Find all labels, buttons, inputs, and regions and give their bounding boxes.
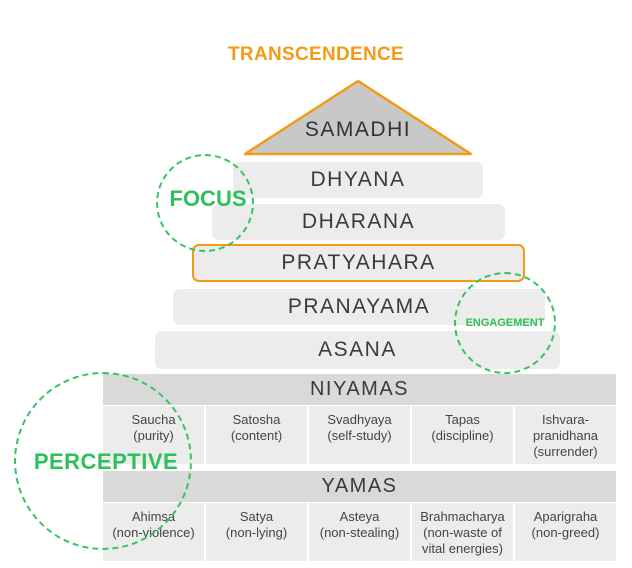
perceptive-label: PERCEPTIVE (33, 449, 179, 474)
niyama-name: Satosha (232, 412, 281, 427)
yama-name: Satya (239, 509, 274, 524)
yama-name: Asteya (339, 509, 380, 524)
yama-desc: (non-violence) (112, 525, 195, 540)
yama-cell: Asteya (non-stealing) (309, 503, 410, 561)
niyama-cell: Tapas (discipline) (412, 406, 513, 464)
niyama-cell: Saucha (purity) (103, 406, 204, 464)
engagement-label: ENGAGEMENT (465, 317, 545, 329)
niyama-cell: Satosha (content) (206, 406, 307, 464)
yama-cell: Satya (non-lying) (206, 503, 307, 561)
niyamas-row: Saucha (purity) Satosha (content) Svadhy… (103, 406, 616, 464)
niyama-desc: (content) (230, 428, 283, 443)
niyama-name: Ishvara- pranidhana (532, 412, 599, 443)
level-samadhi: SAMADHI (304, 118, 412, 141)
yama-name: Ahimsa (131, 509, 176, 524)
yama-desc: (non-lying) (225, 525, 288, 540)
yamas-row: Ahimsa (non-violence) Satya (non-lying) … (103, 503, 616, 561)
yama-name: Aparigraha (533, 509, 598, 524)
focus-label: FOCUS (169, 186, 247, 211)
yama-cell: Aparigraha (non-greed) (515, 503, 616, 561)
level-pranayama: PRANAYAMA (173, 289, 545, 325)
niyama-desc: (self-study) (327, 428, 392, 443)
niyama-cell: Ishvara- pranidhana (surrender) (515, 406, 616, 464)
yama-desc: (non-stealing) (319, 525, 400, 540)
niyama-cell: Svadhyaya (self-study) (309, 406, 410, 464)
yama-name: Brahmacharya (420, 509, 505, 524)
level-asana: ASANA (155, 331, 560, 369)
yama-desc: (non-waste of vital energies) (422, 525, 503, 556)
yama-cell: Brahmacharya (non-waste of vital energie… (412, 503, 513, 561)
level-dharana: DHARANA (212, 204, 505, 240)
pyramid-title: TRANSCENDENCE (228, 44, 404, 65)
yama-cell: Ahimsa (non-violence) (103, 503, 204, 561)
yama-desc: (non-greed) (531, 525, 600, 540)
niyama-name: Tapas (445, 412, 480, 427)
level-dhyana: DHYANA (233, 162, 483, 198)
niyama-desc: (discipline) (431, 428, 494, 443)
yamas-heading: YAMAS (103, 471, 616, 502)
niyama-name: Svadhyaya (327, 412, 392, 427)
niyama-name: Saucha (131, 412, 176, 427)
level-pratyahara: PRATYAHARA (192, 244, 525, 282)
niyama-desc: (surrender) (533, 444, 598, 459)
niyama-desc: (purity) (133, 428, 174, 443)
niyamas-heading: NIYAMAS (103, 374, 616, 405)
